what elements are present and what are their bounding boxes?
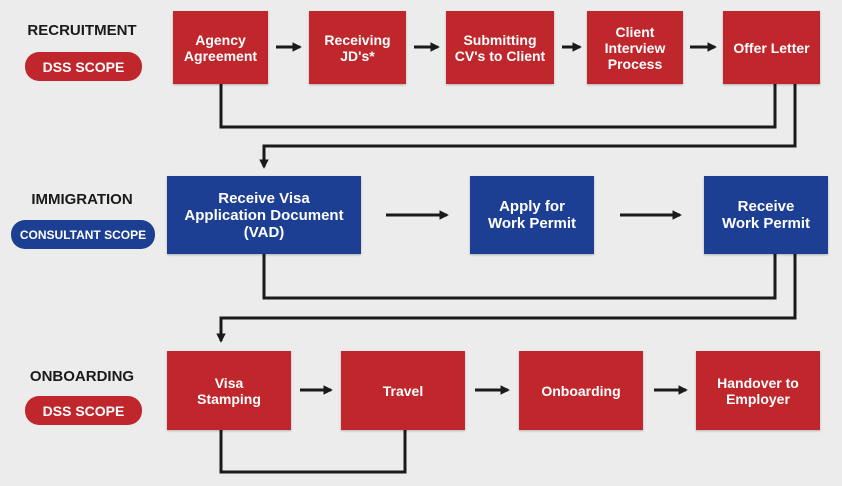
step-offer-letter: Offer Letter	[723, 11, 820, 84]
connector-line	[216, 254, 797, 343]
step-receive-work-permit: Receive Work Permit	[704, 176, 828, 254]
step-label: Agency Agreement	[183, 31, 258, 64]
scope-badge-recruitment: DSS SCOPE	[25, 52, 142, 81]
section-title-recruitment: RECRUITMENT	[27, 22, 137, 39]
step-client-interview: Client Interview Process	[587, 11, 683, 84]
step-apply-work-permit: Apply for Work Permit	[470, 176, 594, 254]
section-title-immigration: IMMIGRATION	[31, 191, 133, 208]
step-agency-agreement: Agency Agreement	[173, 11, 268, 84]
step-label: Onboarding	[541, 382, 621, 399]
connector-line	[262, 254, 777, 300]
step-visa-stamping: Visa Stamping	[167, 351, 291, 430]
step-receiving-jds: Receiving JD's*	[309, 11, 406, 84]
step-label: Submitting CV's to Client	[454, 31, 546, 64]
step-travel: Travel	[341, 351, 465, 430]
section-title-onboarding: ONBOARDING	[29, 368, 135, 385]
connector-line	[219, 84, 777, 129]
scope-badge-onboarding: DSS SCOPE	[25, 396, 142, 425]
connector-line	[219, 430, 407, 474]
step-label: Travel	[382, 382, 424, 399]
step-handover-to-employer: Handover to Employer	[696, 351, 820, 430]
scope-badge-immigration: CONSULTANT SCOPE	[11, 220, 155, 249]
step-label: Offer Letter	[733, 39, 810, 56]
step-onboarding: Onboarding	[519, 351, 643, 430]
step-label: Apply for Work Permit	[487, 198, 577, 232]
step-submitting-cvs: Submitting CV's to Client	[446, 11, 554, 84]
step-label: Receive Visa Application Document (VAD)	[184, 189, 344, 241]
step-label: Visa Stamping	[197, 374, 261, 407]
step-label: Client Interview Process	[604, 23, 666, 72]
step-label: Receiving JD's*	[324, 31, 391, 64]
connector-line	[259, 84, 797, 169]
step-receive-vad: Receive Visa Application Document (VAD)	[167, 176, 361, 254]
step-label: Handover to Employer	[717, 374, 799, 407]
step-label: Receive Work Permit	[721, 198, 811, 232]
